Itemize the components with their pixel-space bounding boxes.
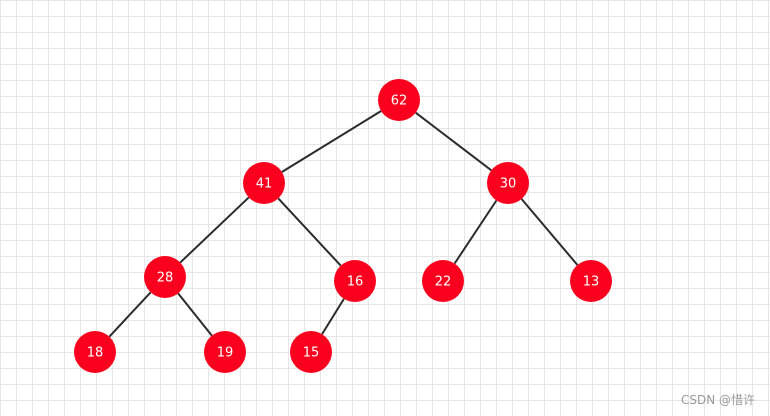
edge-28-19 xyxy=(177,292,213,337)
node-circle xyxy=(144,256,186,298)
csdn-watermark: CSDN @惜许 xyxy=(680,393,755,407)
node-label: 19 xyxy=(217,346,234,361)
node-label: 22 xyxy=(435,275,452,290)
node-label: 62 xyxy=(391,94,408,109)
tree-edges xyxy=(108,110,579,338)
tree-node-22: 22 xyxy=(422,260,464,302)
edge-30-13 xyxy=(520,198,579,266)
edge-62-41 xyxy=(281,110,382,173)
node-label: 30 xyxy=(500,177,517,192)
node-circle xyxy=(204,331,246,373)
node-circle xyxy=(422,260,464,302)
node-circle xyxy=(487,162,529,204)
tree-node-62: 62 xyxy=(378,79,420,121)
tree-node-19: 19 xyxy=(204,331,246,373)
tree-node-18: 18 xyxy=(74,331,116,373)
tree-node-15: 15 xyxy=(290,331,332,373)
tree-nodes: 62 41 30 28 16 22 13 18 19 15 xyxy=(74,79,612,373)
edge-30-22 xyxy=(453,199,498,265)
node-circle xyxy=(290,331,332,373)
node-label: 28 xyxy=(157,271,174,286)
edge-62-30 xyxy=(415,111,492,172)
tree-node-28: 28 xyxy=(144,256,186,298)
edge-28-18 xyxy=(108,291,152,338)
node-circle xyxy=(74,331,116,373)
tree-node-13: 13 xyxy=(570,260,612,302)
tree-node-30: 30 xyxy=(487,162,529,204)
node-label: 18 xyxy=(87,346,104,361)
node-circle xyxy=(243,162,285,204)
node-label: 41 xyxy=(256,177,273,192)
edge-41-16 xyxy=(277,197,342,267)
node-circle xyxy=(378,79,420,121)
tree-node-41: 41 xyxy=(243,162,285,204)
node-circle xyxy=(334,260,376,302)
edge-16-15 xyxy=(321,298,345,335)
node-label: 13 xyxy=(583,275,600,290)
tree-node-16: 16 xyxy=(334,260,376,302)
edge-41-28 xyxy=(179,196,250,264)
node-label: 16 xyxy=(347,275,364,290)
node-label: 15 xyxy=(303,346,320,361)
node-circle xyxy=(570,260,612,302)
